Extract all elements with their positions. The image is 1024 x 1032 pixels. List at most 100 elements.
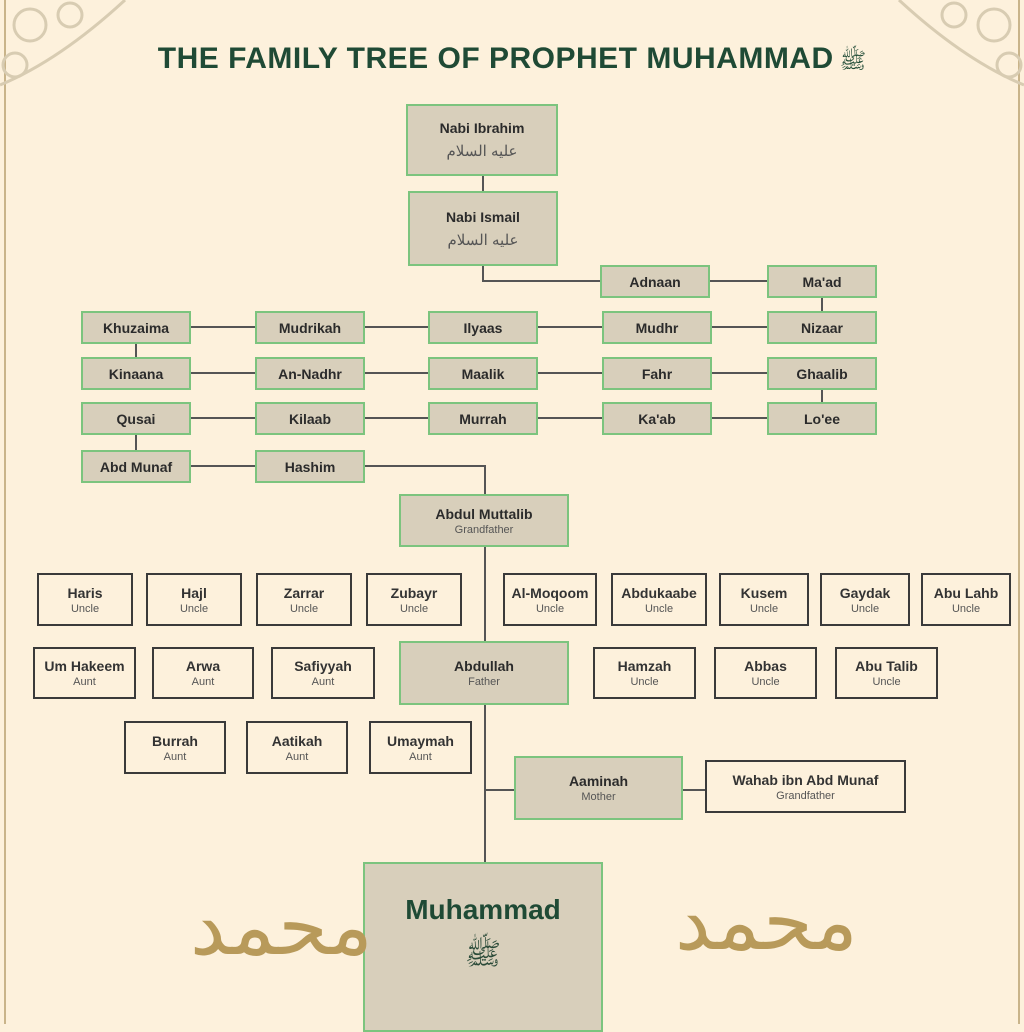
- node-loee: Lo'ee: [767, 402, 877, 435]
- node-role: Mother: [581, 791, 616, 803]
- node-name: Burrah: [152, 732, 198, 749]
- node-role: Uncle: [399, 602, 429, 615]
- node-kilaab: Kilaab: [255, 402, 365, 435]
- node-name: Abdul Muttalib: [435, 505, 533, 522]
- node-name: Aatikah: [271, 732, 323, 749]
- node-name: Abdullah: [454, 658, 514, 674]
- node-khuzaima: Khuzaima: [81, 311, 191, 344]
- calligraphy-right: محمد: [675, 875, 858, 968]
- node-name: Arwa: [185, 658, 221, 674]
- node-kinaana: Kinaana: [81, 357, 191, 390]
- node-role: Aunt: [191, 676, 215, 688]
- title-part-2: PROPHET MUHAMMAD: [488, 42, 834, 75]
- node-qusai: Qusai: [81, 402, 191, 435]
- node-maad: Ma'ad: [767, 265, 877, 298]
- node-ghaalib: Ghaalib: [767, 357, 877, 390]
- node-name: Hajl: [181, 584, 207, 601]
- node-role: Uncle: [535, 602, 565, 615]
- node-name: Hamzah: [617, 658, 672, 674]
- node-role: Uncle: [751, 676, 780, 688]
- node-role: Grandfather: [776, 789, 835, 802]
- node-name: Nabi Ibrahim: [439, 120, 525, 136]
- node-murrah: Murrah: [428, 402, 538, 435]
- node-name: Zarrar: [283, 584, 325, 601]
- page-frame: [4, 0, 1020, 1024]
- node-role: Uncle: [749, 602, 779, 615]
- node-role: Grandfather: [454, 523, 514, 536]
- node-name: Nabi Ismail: [446, 208, 520, 225]
- node-role: Uncle: [289, 602, 319, 615]
- node-role: Uncle: [630, 676, 659, 688]
- node-role: Father: [468, 676, 500, 688]
- node-nizaar: Nizaar: [767, 311, 877, 344]
- node-kaab: Ka'ab: [602, 402, 712, 435]
- corner-ornament-right: [897, 0, 1024, 87]
- node-role: Uncle: [644, 602, 674, 615]
- node-role: Aunt: [285, 750, 309, 763]
- title-honorific: ﷺ: [839, 48, 867, 73]
- honorific: عليه السلام: [447, 231, 519, 249]
- honorific: عليه السلام: [446, 143, 518, 160]
- node-nabi-ismail: Nabi Ismail عليه السلام: [408, 191, 558, 266]
- node-muhammad: Muhammad ﷺ: [363, 862, 603, 1032]
- node-role: Aunt: [311, 676, 335, 688]
- node-role: Aunt: [163, 750, 187, 763]
- node-name: Umaymah: [387, 732, 454, 749]
- node-role: Uncle: [951, 602, 981, 615]
- node-name: Kusem: [740, 584, 788, 601]
- node-ilyaas: Ilyaas: [428, 311, 538, 344]
- node-an-nadhr: An-Nadhr: [255, 357, 365, 390]
- node-name: Gaydak: [839, 584, 891, 601]
- calligraphy-left: محمد: [190, 880, 373, 973]
- node-mudhr: Mudhr: [602, 311, 712, 344]
- node-role: Uncle: [179, 602, 209, 615]
- node-name: Al-Moqoom: [511, 584, 589, 601]
- node-role: Uncle: [872, 676, 901, 688]
- node-mudrikah: Mudrikah: [255, 311, 365, 344]
- corner-ornament-left: [0, 0, 127, 87]
- node-name: Muhammad: [405, 894, 561, 925]
- title-part-1: THE FAMILY TREE OF: [157, 42, 481, 75]
- node-name: Abu Talib: [855, 658, 918, 674]
- node-name: Abdukaabe: [621, 584, 697, 601]
- node-fahr: Fahr: [602, 357, 712, 390]
- node-name: Aaminah: [568, 773, 629, 789]
- node-adnaan: Adnaan: [600, 265, 710, 298]
- node-name: Wahab ibn Abd Munaf: [732, 771, 879, 788]
- node-role: Aunt: [409, 750, 432, 763]
- node-role: Aunt: [73, 676, 96, 688]
- node-hashim: Hashim: [255, 450, 365, 483]
- honorific: ﷺ: [464, 938, 502, 971]
- node-abd-munaf: Abd Munaf: [81, 450, 191, 483]
- node-name: Safiyyah: [294, 658, 352, 674]
- node-name: Zubayr: [390, 584, 438, 601]
- node-role: Uncle: [70, 602, 100, 615]
- node-name: Haris: [67, 584, 103, 601]
- node-name: Abu Lahb: [933, 584, 999, 601]
- node-role: Uncle: [850, 602, 880, 615]
- node-name: Um Hakeem: [44, 658, 125, 674]
- node-nabi-ibrahim: Nabi Ibrahim عليه السلام: [406, 104, 558, 176]
